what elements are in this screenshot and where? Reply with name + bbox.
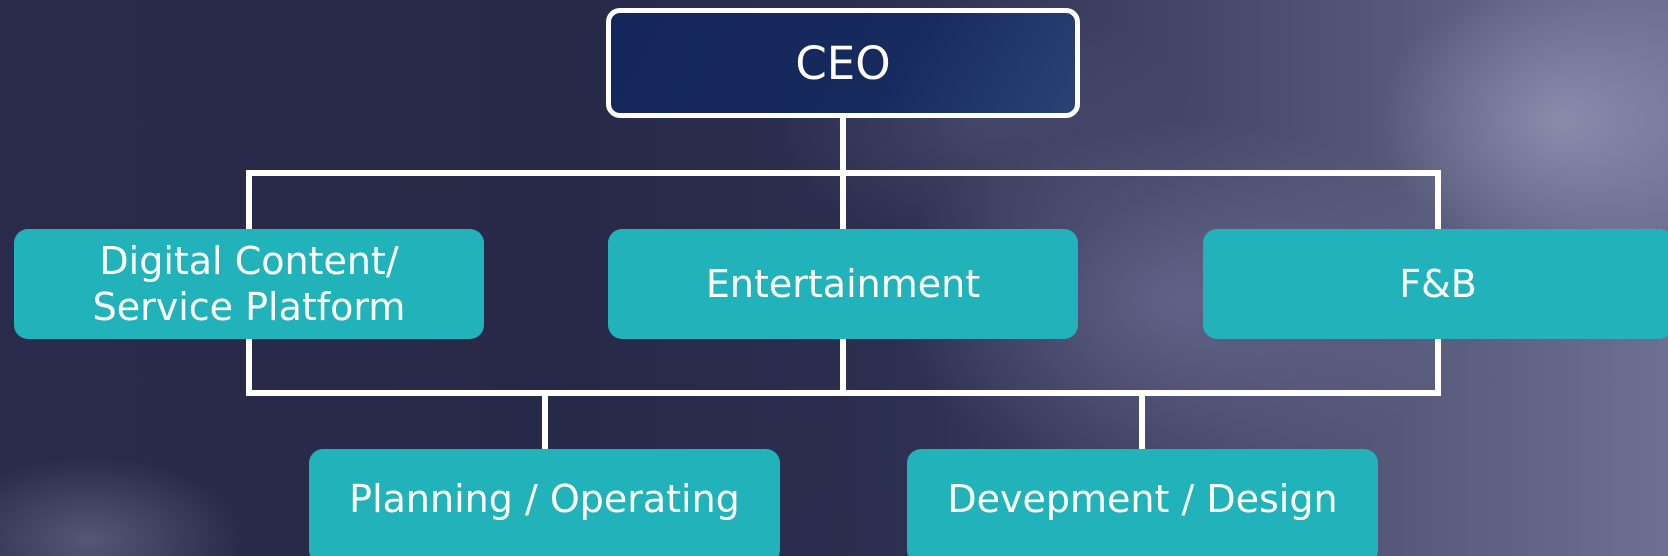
function-planning-box: Planning / Operating [309,449,780,556]
ceo-box: CEO [606,8,1080,118]
function-planning-label: Planning / Operating [349,476,740,521]
division-entertainment-box: Entertainment [608,229,1078,339]
ceo-label: CEO [795,36,891,90]
function-development-label: Devepment / Design [947,476,1338,521]
division-fnb-label: F&B [1399,262,1477,306]
division-digital-content-label: Digital Content/ Service Platform [92,239,406,329]
function-development-box: Devepment / Design [907,449,1378,556]
division-entertainment-label: Entertainment [705,262,981,306]
division-digital-content-box: Digital Content/ Service Platform [14,229,484,339]
division-fnb-box: F&B [1203,229,1668,339]
